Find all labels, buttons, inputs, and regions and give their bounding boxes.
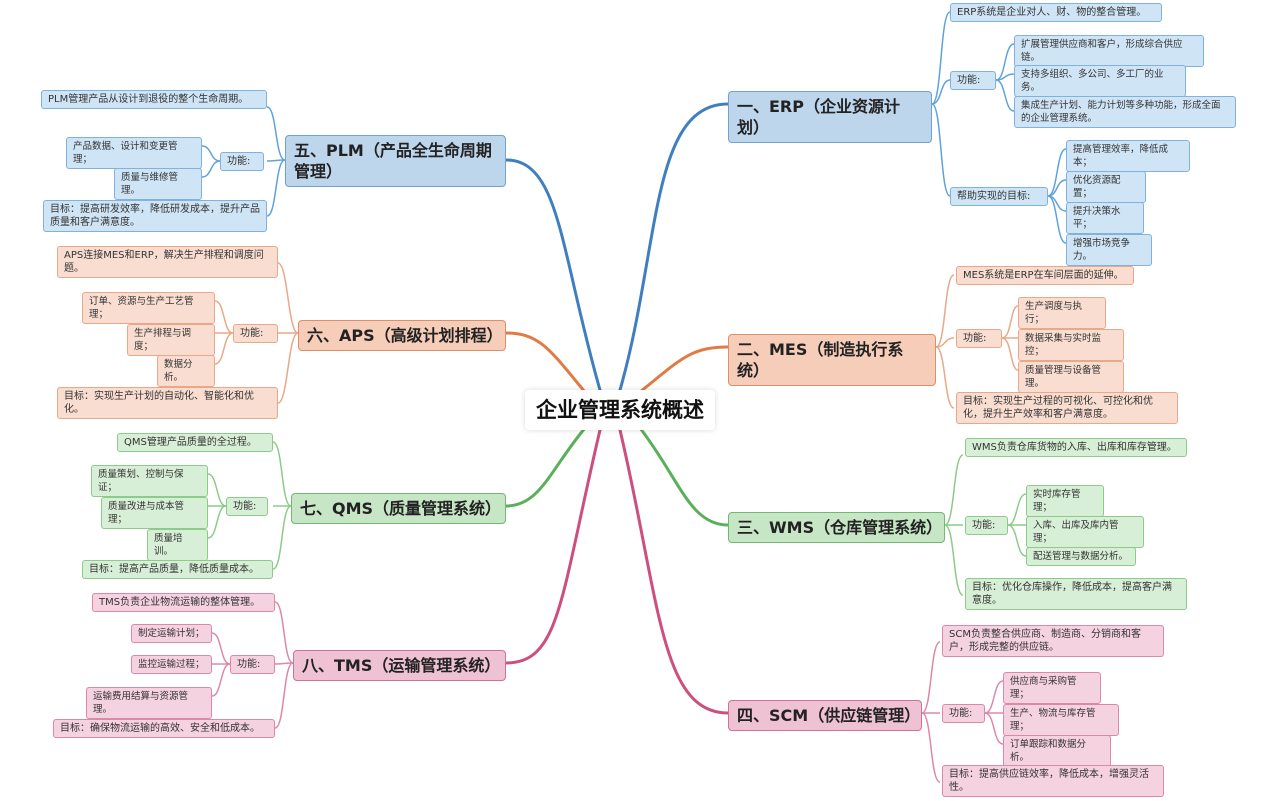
tms-function-1[interactable]: 制定运输计划； — [131, 624, 212, 643]
wms-function-1[interactable]: 实时库存管理； — [1026, 485, 1104, 517]
scm-function-1[interactable]: 供应商与采购管理； — [1003, 672, 1101, 704]
branch-aps[interactable]: 六、APS（高级计划排程） — [298, 320, 506, 351]
mes-function-1[interactable]: 生产调度与执行； — [1018, 297, 1106, 329]
erp-goal-4[interactable]: 增强市场竞争力。 — [1066, 234, 1152, 266]
aps-goal[interactable]: 目标：实现生产计划的自动化、智能化和优化。 — [57, 387, 278, 419]
branch-plm[interactable]: 五、PLM（产品全生命周期管理） — [285, 135, 506, 187]
aps-function-label[interactable]: 功能: — [233, 324, 278, 343]
branch-mes[interactable]: 二、MES（制造执行系统） — [728, 334, 936, 386]
erp-description[interactable]: ERP系统是企业对人、财、物的整合管理。 — [950, 3, 1162, 22]
mes-goal[interactable]: 目标：实现生产过程的可视化、可控化和优化，提升生产效率和客户满意度。 — [956, 392, 1178, 424]
scm-goal[interactable]: 目标：提高供应链效率，降低成本，增强灵活性。 — [942, 765, 1164, 797]
erp-goal-1[interactable]: 提高管理效率，降低成本； — [1066, 140, 1190, 172]
link-plm — [504, 158, 602, 392]
erp-goal-2[interactable]: 优化资源配置； — [1066, 171, 1146, 203]
scm-function-3[interactable]: 订单跟踪和数据分析。 — [1003, 735, 1111, 767]
branch-qms[interactable]: 七、QMS（质量管理系统） — [291, 493, 506, 524]
aps-function-3[interactable]: 数据分析。 — [157, 355, 215, 387]
mes-function-label[interactable]: 功能: — [956, 329, 1002, 348]
erp-goal-label[interactable]: 帮助实现的目标: — [950, 187, 1048, 206]
link-qms — [504, 426, 587, 508]
tms-function-3[interactable]: 运输费用结算与资源管理。 — [86, 687, 212, 719]
mes-function-2[interactable]: 数据采集与实时监控； — [1018, 329, 1124, 361]
branch-wms[interactable]: 三、WMS（仓库管理系统） — [728, 512, 945, 543]
tms-goal[interactable]: 目标：确保物流运输的高效、安全和低成本。 — [53, 719, 275, 738]
plm-function-2[interactable]: 质量与维修管理。 — [114, 168, 202, 200]
wms-function-3[interactable]: 配送管理与数据分析。 — [1026, 547, 1136, 566]
erp-function-label[interactable]: 功能: — [950, 71, 996, 90]
aps-function-2[interactable]: 生产排程与调度； — [127, 324, 215, 356]
plm-description[interactable]: PLM管理产品从设计到退役的整个生命周期。 — [41, 90, 267, 109]
mes-description[interactable]: MES系统是ERP在车间层面的延伸。 — [956, 266, 1134, 285]
wms-function-2[interactable]: 入库、出库及库内管理； — [1026, 516, 1144, 548]
qms-function-1[interactable]: 质量策划、控制与保证； — [91, 465, 208, 497]
scm-function-label[interactable]: 功能: — [942, 704, 985, 723]
qms-function-label[interactable]: 功能: — [226, 497, 268, 516]
link-wms — [638, 426, 730, 527]
qms-function-2[interactable]: 质量改进与成本管理； — [101, 497, 208, 529]
plm-function-label[interactable]: 功能: — [220, 152, 264, 171]
erp-function-1[interactable]: 扩展管理供应商和客户，形成综合供应链。 — [1014, 35, 1204, 67]
erp-goal-3[interactable]: 提升决策水平； — [1066, 202, 1144, 234]
mes-function-3[interactable]: 质量管理与设备管理。 — [1018, 361, 1124, 393]
erp-function-3[interactable]: 集成生产计划、能力计划等多种功能，形成全面的企业管理系统。 — [1014, 96, 1236, 128]
branch-scm[interactable]: 四、SCM（供应链管理） — [728, 700, 922, 731]
link-scm — [618, 428, 730, 715]
qms-goal[interactable]: 目标：提高产品质量，降低质量成本。 — [82, 560, 273, 579]
plm-function-1[interactable]: 产品数据、设计和变更管理； — [66, 137, 202, 169]
link-tms — [504, 428, 602, 665]
scm-description[interactable]: SCM负责整合供应商、制造商、分销商和客户，形成完整的供应链。 — [942, 625, 1164, 657]
central-topic[interactable]: 企业管理系统概述 — [525, 390, 715, 430]
scm-function-2[interactable]: 生产、物流与库存管理； — [1003, 704, 1119, 736]
link-mes — [638, 345, 730, 394]
tms-function-2[interactable]: 监控运输过程； — [131, 655, 212, 674]
aps-function-1[interactable]: 订单、资源与生产工艺管理； — [82, 292, 215, 324]
wms-description[interactable]: WMS负责仓库货物的入库、出库和库存管理。 — [965, 438, 1187, 457]
tms-description[interactable]: TMS负责企业物流运输的整体管理。 — [92, 593, 275, 612]
link-aps — [504, 331, 587, 394]
branch-tms[interactable]: 八、TMS（运输管理系统） — [293, 650, 506, 681]
wms-function-label[interactable]: 功能: — [965, 516, 1008, 535]
tms-function-label[interactable]: 功能: — [230, 655, 275, 674]
aps-description[interactable]: APS连接MES和ERP，解决生产排程和调度问题。 — [57, 246, 278, 278]
plm-goal[interactable]: 目标：提高研发效率，降低研发成本，提升产品质量和客户满意度。 — [43, 200, 267, 232]
qms-description[interactable]: QMS管理产品质量的全过程。 — [117, 433, 273, 452]
qms-function-3[interactable]: 质量培训。 — [147, 529, 208, 561]
erp-function-2[interactable]: 支持多组织、多公司、多工厂的业务。 — [1014, 65, 1186, 97]
branch-erp[interactable]: 一、ERP（企业资源计划） — [728, 91, 932, 143]
link-erp — [618, 102, 730, 392]
wms-goal[interactable]: 目标：优化仓库操作，降低成本，提高客户满意度。 — [965, 578, 1187, 610]
